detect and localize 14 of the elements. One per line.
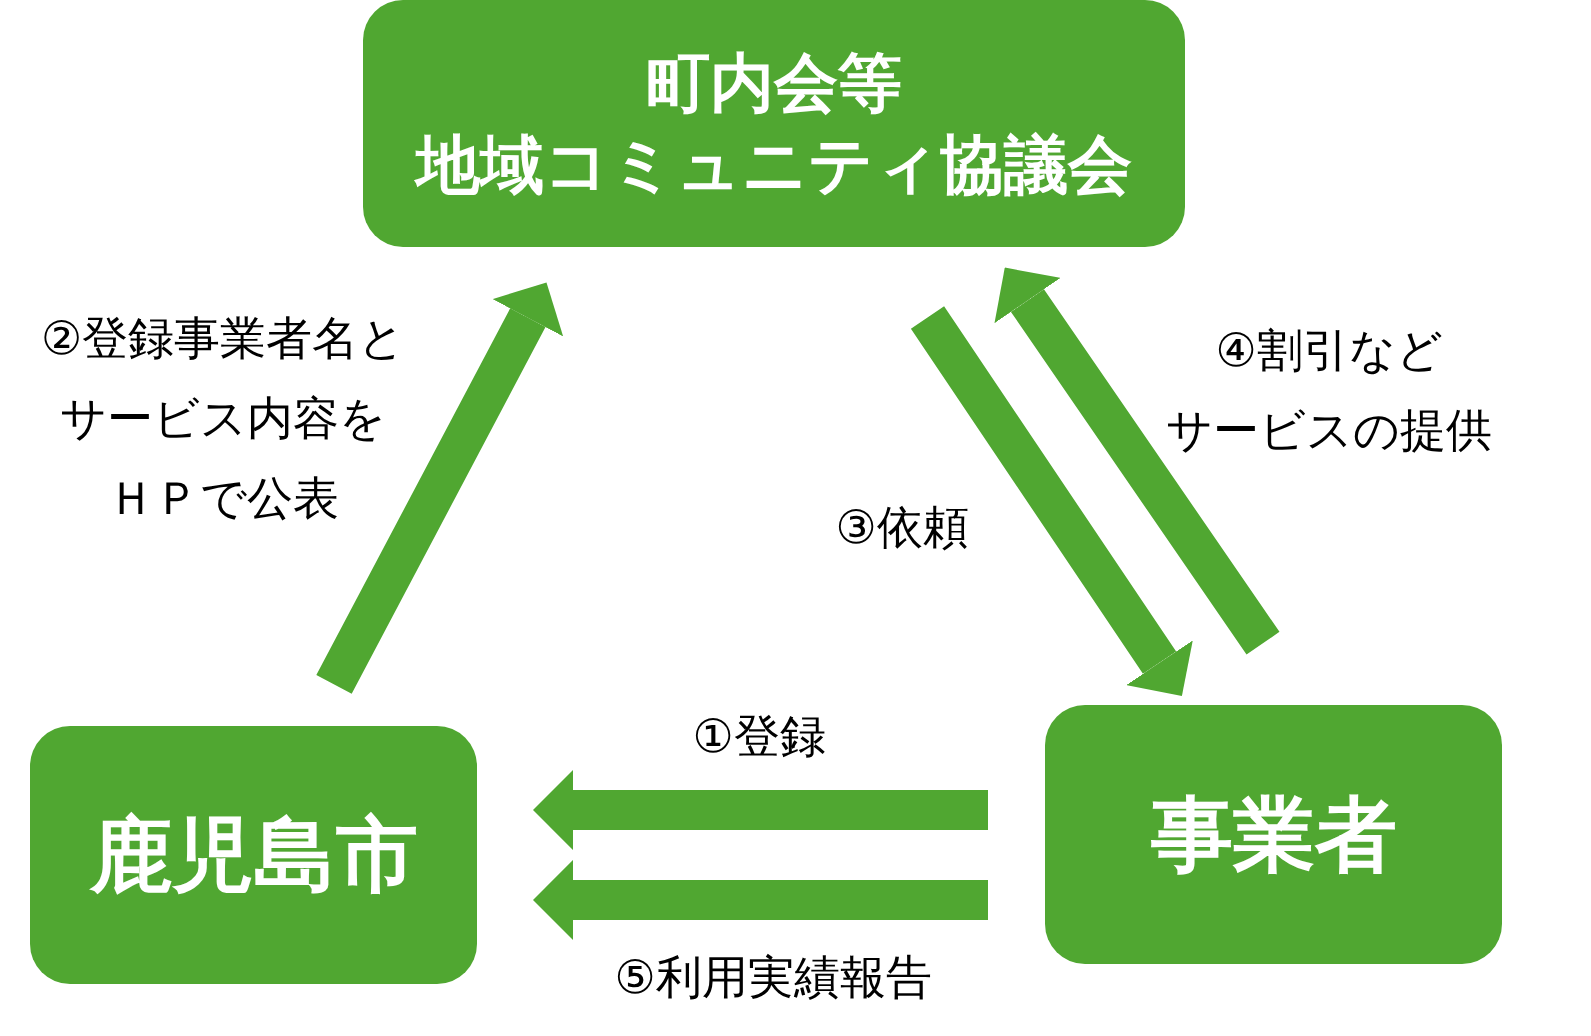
node-title: 鹿児島市	[89, 807, 418, 903]
arrow	[533, 770, 988, 851]
edge-label: ⑤利用実績報告	[613, 949, 933, 1006]
process-box	[30, 726, 477, 984]
process-box	[363, 0, 1185, 247]
edge-label: ③依頼	[834, 499, 970, 556]
process-box	[1045, 705, 1502, 964]
node-title: 地域コミュニティ協議会	[416, 126, 1132, 204]
arrow	[533, 859, 988, 940]
edge-label: ②登録事業者名とサービス内容をＨＰで公表	[39, 310, 407, 527]
edge-label: ①登録	[691, 708, 827, 765]
edge-label: ④割引などサービスの提供	[1165, 322, 1493, 459]
node-title: 町内会等	[646, 44, 902, 122]
node-title: 事業者	[1150, 786, 1397, 883]
